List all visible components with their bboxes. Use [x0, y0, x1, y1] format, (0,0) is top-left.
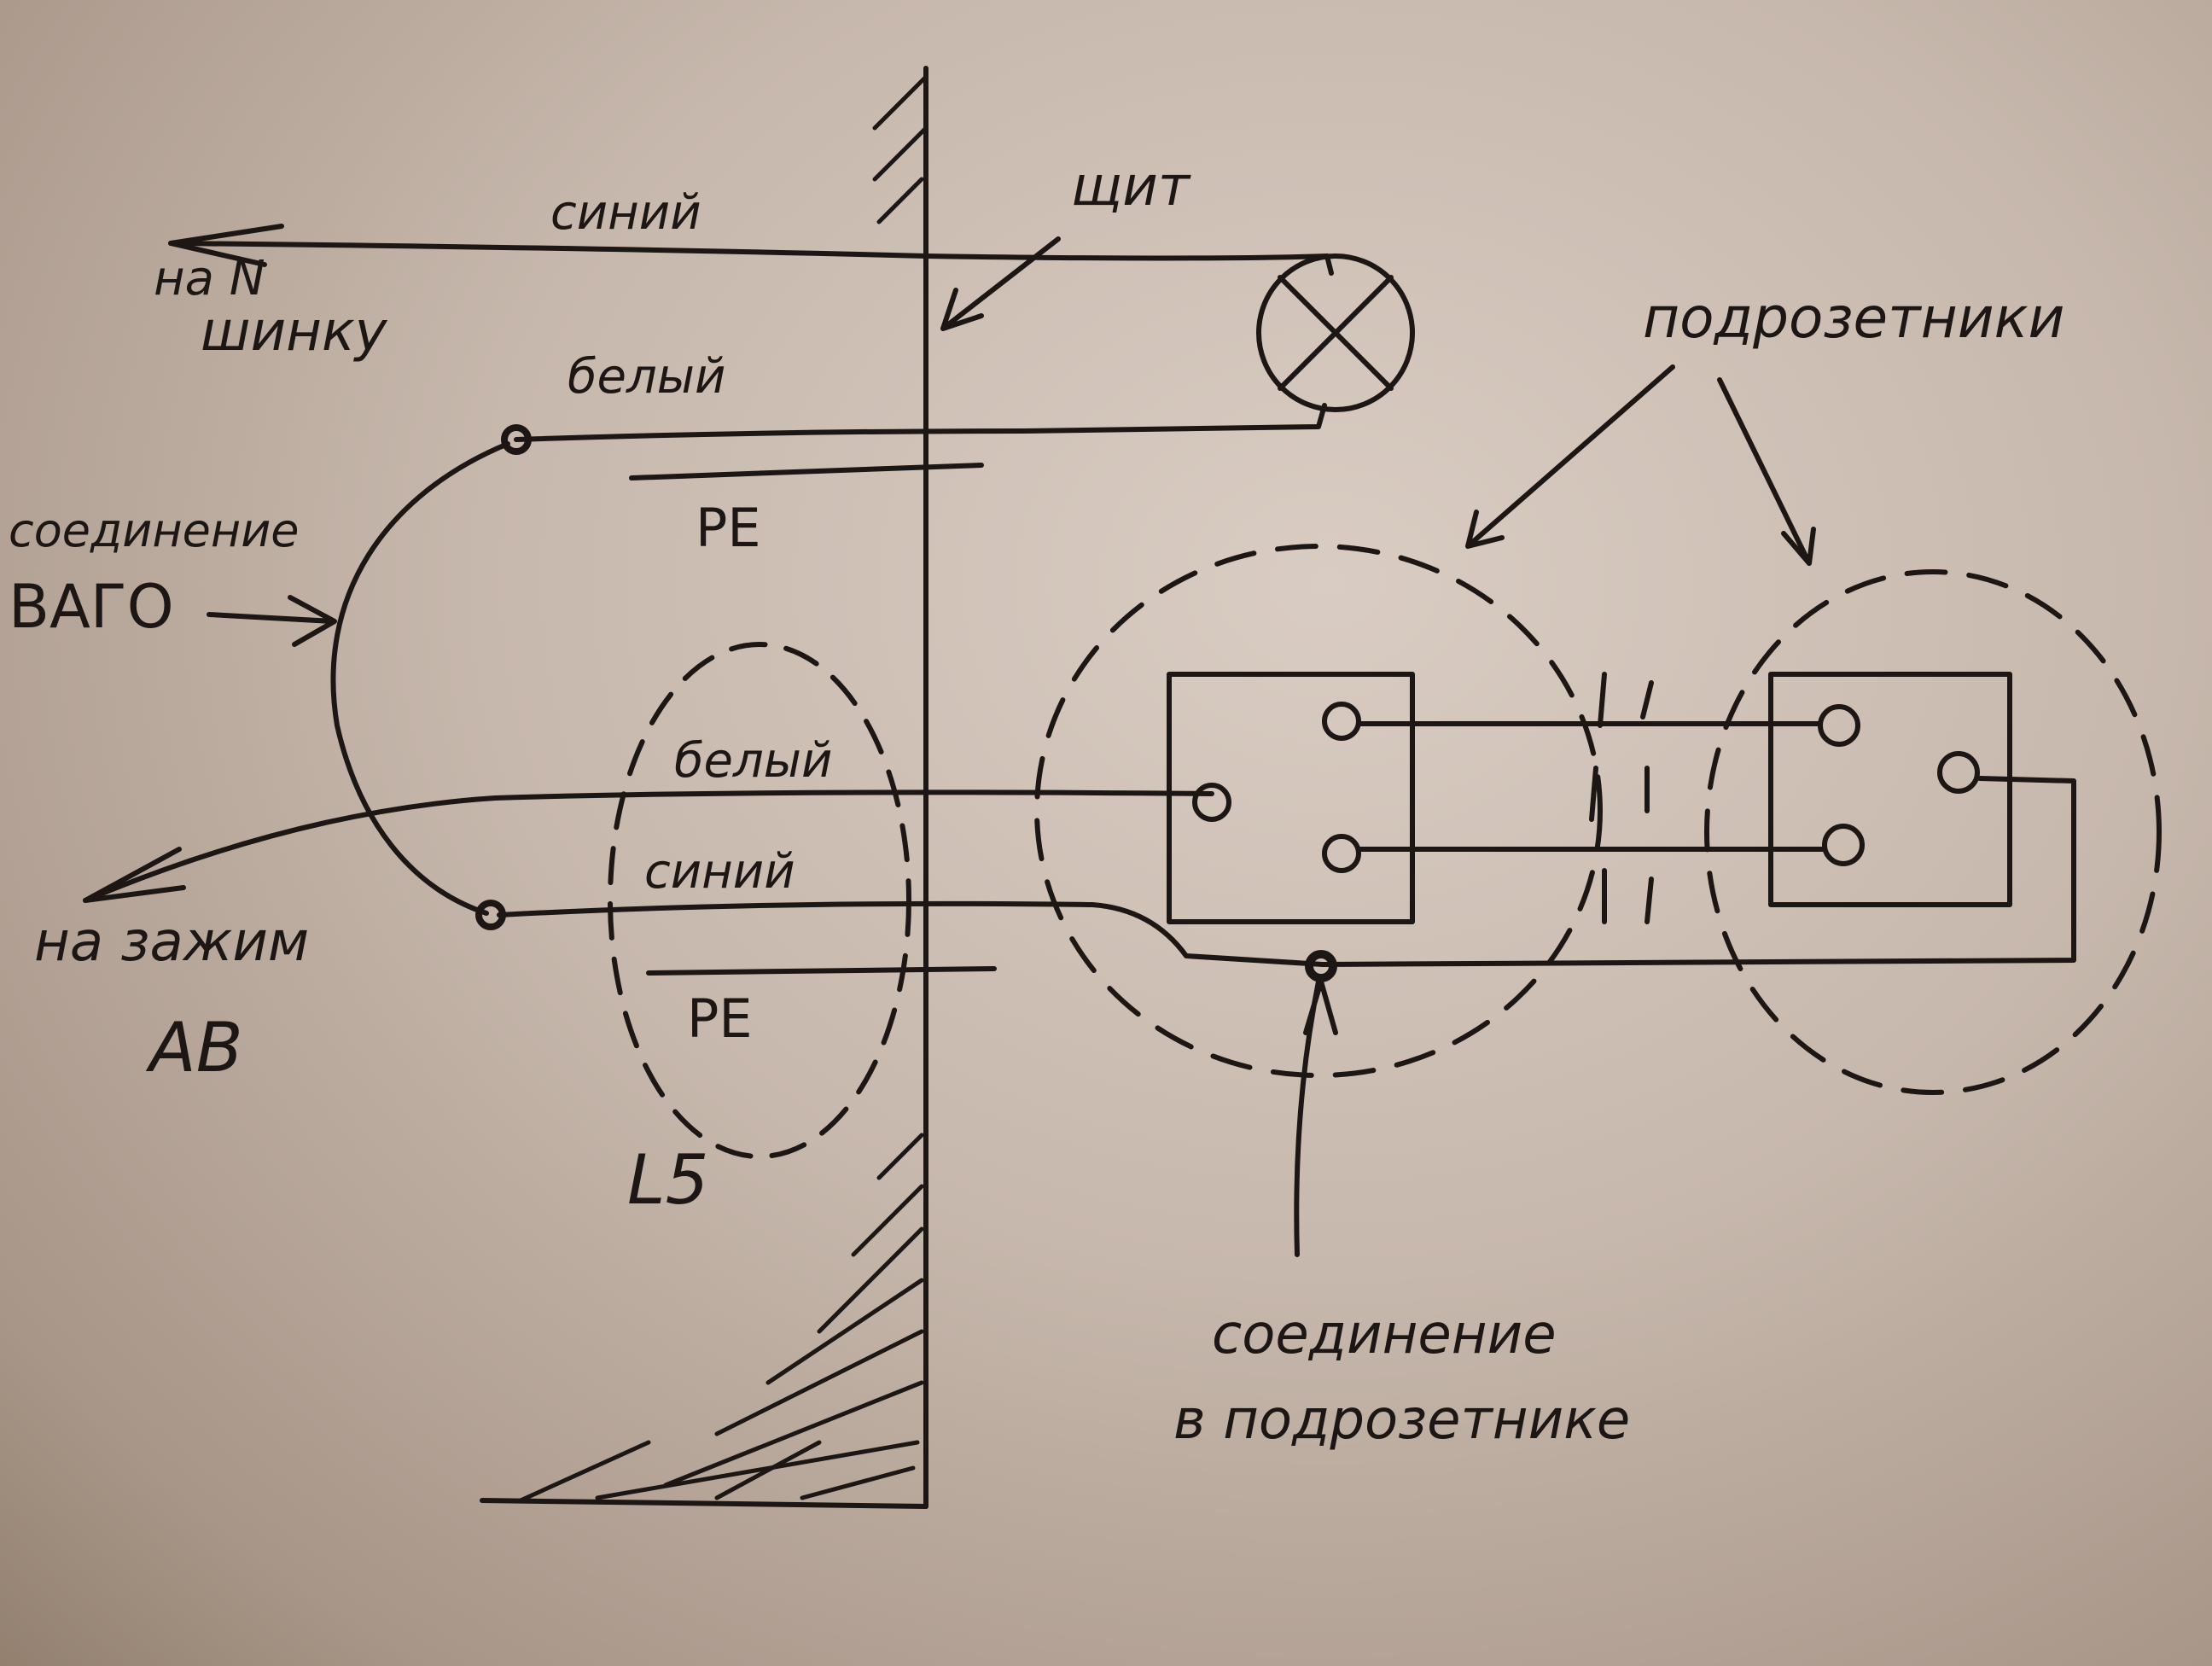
panel-wall — [480, 66, 928, 1509]
label-junction-2: в подрозетнике — [1173, 1389, 1630, 1452]
junction-dot — [1305, 950, 1337, 982]
junction-box-right — [1704, 569, 2162, 1095]
switch-left-terminal-out2 — [1322, 834, 1361, 873]
label-breaker: АВ — [145, 1008, 243, 1087]
label-pe-top: PE — [696, 497, 761, 559]
label-white-top: белый — [568, 349, 725, 405]
blue-wire-line — [168, 241, 1334, 276]
arrow-to-box-right — [1717, 377, 1816, 566]
wago-jumper — [330, 441, 510, 916]
blue-wire-middle — [497, 776, 2076, 967]
label-blue-top: синий — [550, 185, 701, 241]
label-panel: щит — [1071, 155, 1191, 218]
label-junction-1: соединение — [1212, 1303, 1557, 1366]
label-to-n: на N — [154, 251, 265, 306]
wall-hatching-top — [872, 74, 928, 224]
arrow-to-n-bus — [168, 224, 284, 267]
switch-right-terminal-1 — [1818, 704, 1860, 747]
switch-left-terminal-in — [1192, 783, 1231, 822]
label-junction-boxes: подрозетники — [1643, 285, 2064, 351]
l5-dashed-region — [608, 642, 911, 1159]
white-wire-top — [514, 403, 1327, 442]
dashes-between-boxes — [1589, 672, 1654, 924]
label-pe-bottom: PE — [687, 987, 753, 1050]
switch-left-terminal-out1 — [1322, 702, 1361, 741]
switch-left-body — [1167, 672, 1415, 924]
wago-terminal-top — [501, 424, 532, 455]
arrow-to-junction — [1294, 979, 1338, 1257]
switch-right-terminal-2 — [1822, 824, 1865, 866]
arrow-to-wago — [207, 595, 337, 647]
arrow-to-breaker — [83, 847, 186, 903]
arrow-to-box-left — [1465, 364, 1675, 549]
label-wago-1: соединение — [9, 504, 300, 557]
switch-left — [1167, 672, 1415, 924]
pe-wire-top — [629, 463, 984, 481]
arrow-to-panel — [940, 236, 1061, 331]
lamp-symbol — [1256, 253, 1415, 412]
switch-right-terminal-common — [1937, 751, 1980, 794]
wall-hatching-bottom — [518, 1133, 924, 1503]
label-wago-2: ВАГО — [9, 572, 174, 642]
switch-right-body — [1768, 672, 2012, 907]
label-bus: шинку — [201, 300, 388, 364]
switch-right — [1768, 672, 2012, 907]
junction-box-left — [1034, 544, 1603, 1078]
pe-wire-bottom — [646, 966, 997, 976]
label-white-mid: белый — [674, 733, 832, 789]
white-wire-middle — [83, 789, 1214, 903]
wall-base-line — [480, 1498, 928, 1509]
label-blue-mid: синий — [644, 844, 795, 900]
lamp-circle — [1256, 253, 1415, 412]
blue-wire-top — [168, 224, 1334, 276]
label-to-clamp: на зажим — [34, 911, 309, 974]
label-l5: L5 — [627, 1140, 708, 1220]
